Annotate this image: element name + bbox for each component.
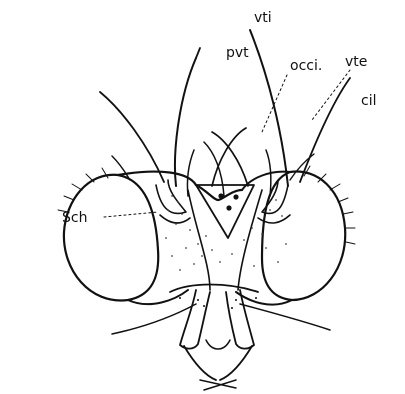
bristles — [100, 30, 350, 196]
right-compound-eye — [236, 172, 345, 305]
left-orbital-plate — [156, 180, 190, 223]
eye-cilia — [58, 166, 355, 244]
left-compound-eye — [64, 172, 196, 305]
label-sch: Sch — [62, 210, 87, 226]
label-vte: vte — [345, 54, 367, 70]
ocellar-triangle — [196, 185, 254, 238]
label-cil: cil — [361, 93, 376, 109]
label-pvt: pvt — [226, 45, 249, 61]
label-vti: vti — [254, 10, 272, 26]
frontal-vitta — [188, 190, 262, 290]
label-occi: occi. — [290, 58, 322, 74]
